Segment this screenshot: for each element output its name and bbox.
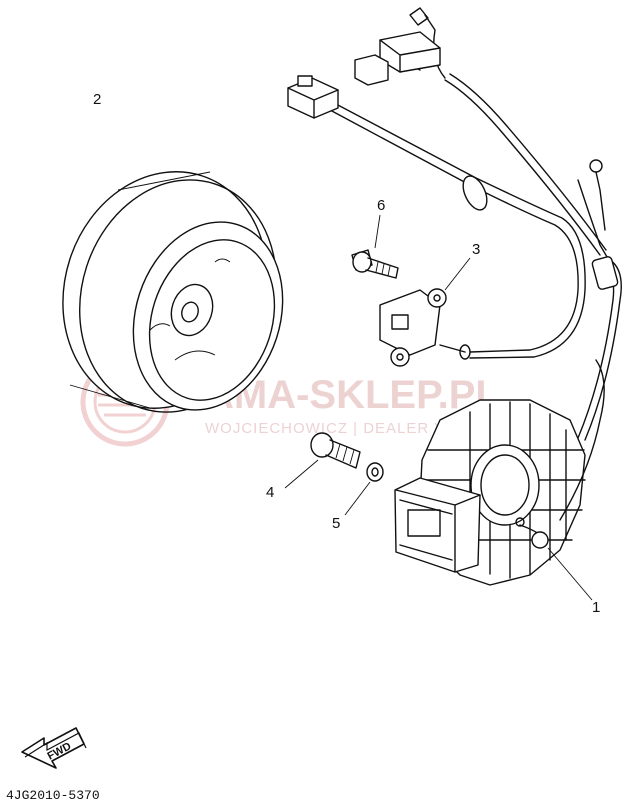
callout-3: 3 xyxy=(472,241,480,258)
connectors xyxy=(287,7,441,119)
screw-6 xyxy=(351,214,399,279)
wire-harness xyxy=(329,14,622,521)
callout-5: 5 xyxy=(332,515,340,532)
pickup-sensor xyxy=(379,257,471,367)
connector-middle xyxy=(287,75,339,119)
watermark-subtitle: WOJCIECHOWICZ | DEALER YAMAHA xyxy=(205,420,502,437)
rotor-flywheel xyxy=(62,171,284,413)
figure-code: 4JG2010-5370 xyxy=(6,788,100,803)
washer-5 xyxy=(344,462,384,516)
callout-4: 4 xyxy=(266,484,274,501)
pickup-coil-block xyxy=(394,477,481,573)
callout-1: 1 xyxy=(592,599,600,616)
ring-terminal-icon xyxy=(589,159,603,173)
stator-assembly xyxy=(394,399,593,601)
callout-2: 2 xyxy=(93,91,101,108)
connector-top-right xyxy=(354,7,441,86)
callout-6: 6 xyxy=(377,197,385,214)
fwd-arrow-icon: FWD xyxy=(21,727,87,769)
bolt-4 xyxy=(284,432,361,489)
